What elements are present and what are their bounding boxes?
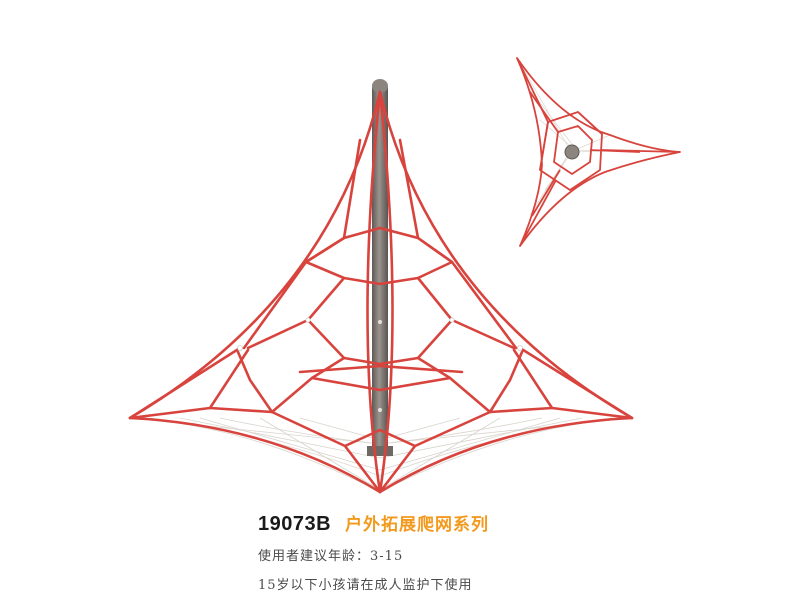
rope-net-front-view — [128, 90, 634, 494]
recommended-age: 使用者建议年龄：3-15 — [258, 545, 778, 564]
age-range: 3-15 — [370, 549, 404, 564]
product-caption: 19073B 户外拓展爬网系列 使用者建议年龄：3-15 15岁以下小孩请在成人… — [258, 510, 778, 593]
product-series-name: 户外拓展爬网系列 — [345, 515, 490, 535]
supervision-note: 15岁以下小孩请在成人监护下使用 — [258, 578, 473, 593]
spider-net-climber-illustration — [128, 57, 681, 494]
age-label: 使用者建议年龄： — [258, 549, 371, 564]
rope-connectors — [237, 317, 523, 351]
title-line: 19073B 户外拓展爬网系列 — [258, 510, 778, 538]
model-number: 19073B — [258, 513, 332, 535]
top-view-illustration — [516, 57, 681, 247]
